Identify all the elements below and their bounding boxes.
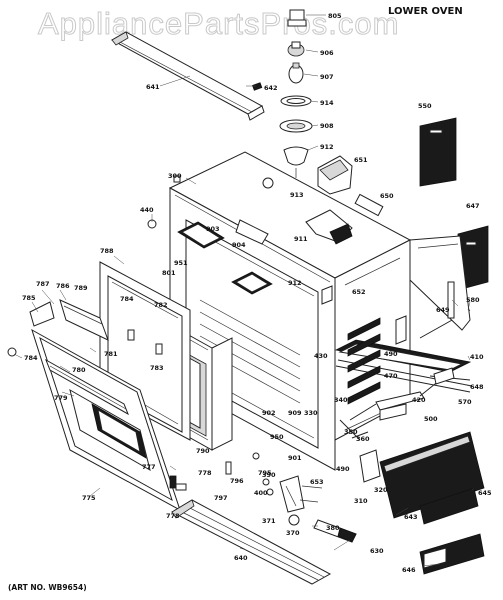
callout-778b: 778 bbox=[166, 512, 180, 520]
callout-796: 796 bbox=[230, 477, 244, 485]
callout-904: 904 bbox=[232, 241, 246, 249]
callout-580: 580 bbox=[466, 296, 480, 304]
callout-790: 790 bbox=[196, 447, 210, 455]
callout-913: 913 bbox=[290, 191, 304, 199]
callout-788: 788 bbox=[100, 247, 114, 255]
callout-785: 785 bbox=[22, 294, 36, 302]
callout-783: 783 bbox=[150, 364, 164, 372]
callout-646: 646 bbox=[402, 566, 416, 574]
callout-490a: 490 bbox=[384, 350, 398, 358]
section-title: LOWER OVEN bbox=[388, 6, 463, 17]
callout-leaders bbox=[13, 14, 475, 567]
callout-440: 440 bbox=[140, 206, 154, 214]
callout-640: 640 bbox=[234, 554, 248, 562]
callout-907: 907 bbox=[320, 73, 334, 81]
callout-550: 550 bbox=[418, 102, 432, 110]
callout-647: 647 bbox=[466, 202, 480, 210]
callout-911: 911 bbox=[294, 235, 308, 243]
callout-430: 430 bbox=[314, 352, 328, 360]
callout-350: 350 bbox=[344, 428, 358, 436]
bake-element-parts bbox=[225, 452, 357, 543]
callout-330: 330 bbox=[304, 409, 318, 417]
callout-782: 782 bbox=[154, 301, 168, 309]
outer-door bbox=[7, 328, 187, 512]
callout-912b: 912 bbox=[288, 279, 302, 287]
callout-310: 310 bbox=[354, 497, 368, 505]
callout-786: 786 bbox=[56, 282, 70, 290]
callout-643: 643 bbox=[404, 513, 418, 521]
callout-779: 779 bbox=[54, 394, 68, 402]
callout-784a: 784 bbox=[120, 295, 134, 303]
callout-787: 787 bbox=[36, 280, 50, 288]
callout-650: 650 bbox=[380, 192, 394, 200]
callout-777: 777 bbox=[142, 463, 156, 471]
callout-652: 652 bbox=[352, 288, 366, 296]
callout-400: 400 bbox=[254, 489, 268, 497]
callout-630: 630 bbox=[370, 547, 384, 555]
side-brackets bbox=[359, 235, 471, 483]
callout-780: 780 bbox=[72, 366, 86, 374]
callout-570: 570 bbox=[458, 398, 472, 406]
callout-390: 390 bbox=[262, 471, 276, 479]
callout-420: 420 bbox=[412, 396, 426, 404]
callout-789: 789 bbox=[74, 284, 88, 292]
callout-805: 805 bbox=[328, 12, 342, 20]
callout-410: 410 bbox=[470, 353, 484, 361]
callout-651: 651 bbox=[354, 156, 368, 164]
callout-906: 906 bbox=[320, 49, 334, 57]
callout-500: 500 bbox=[424, 415, 438, 423]
callout-360: 360 bbox=[356, 435, 370, 443]
callout-909: 909 bbox=[288, 409, 302, 417]
callout-950: 950 bbox=[270, 433, 284, 441]
callout-300: 300 bbox=[168, 172, 182, 180]
callout-470: 470 bbox=[384, 372, 398, 380]
top-trim-strip bbox=[110, 31, 265, 121]
callout-951: 951 bbox=[174, 259, 188, 267]
callout-801: 801 bbox=[162, 269, 176, 277]
callout-778a: 778 bbox=[198, 469, 212, 477]
callout-784b: 784 bbox=[24, 354, 38, 362]
callout-653: 653 bbox=[310, 478, 324, 486]
callout-781: 781 bbox=[104, 350, 118, 358]
callout-320: 320 bbox=[374, 486, 388, 494]
callout-797: 797 bbox=[214, 494, 228, 502]
callout-901: 901 bbox=[288, 454, 302, 462]
callout-914: 914 bbox=[320, 99, 334, 107]
callout-490b: 490 bbox=[336, 465, 350, 473]
callout-903: 903 bbox=[206, 225, 220, 233]
storage-drawer-rail bbox=[170, 499, 332, 585]
insulation-panels bbox=[347, 117, 489, 575]
callout-641: 641 bbox=[146, 83, 160, 91]
heating-element-assembly bbox=[334, 309, 473, 441]
callout-645: 645 bbox=[478, 489, 492, 497]
callout-902: 902 bbox=[262, 409, 276, 417]
art-number: (ART NO. WB9654) bbox=[8, 583, 87, 592]
light-socket-assembly bbox=[279, 9, 313, 178]
callout-775: 775 bbox=[82, 494, 96, 502]
callout-340: 340 bbox=[334, 396, 348, 404]
callout-numbers: 805 906 907 914 908 912 913 651 650 641 … bbox=[22, 12, 492, 574]
callout-642: 642 bbox=[264, 84, 278, 92]
callout-912: 912 bbox=[320, 143, 334, 151]
callout-908: 908 bbox=[320, 122, 334, 130]
callout-370: 370 bbox=[286, 529, 300, 537]
callout-648: 648 bbox=[470, 383, 484, 391]
callout-795: 795 bbox=[258, 469, 272, 477]
callout-649: 649 bbox=[436, 306, 450, 314]
door-hinge-parts bbox=[29, 299, 109, 341]
callout-380: 380 bbox=[326, 524, 340, 532]
callout-371: 371 bbox=[262, 517, 276, 525]
